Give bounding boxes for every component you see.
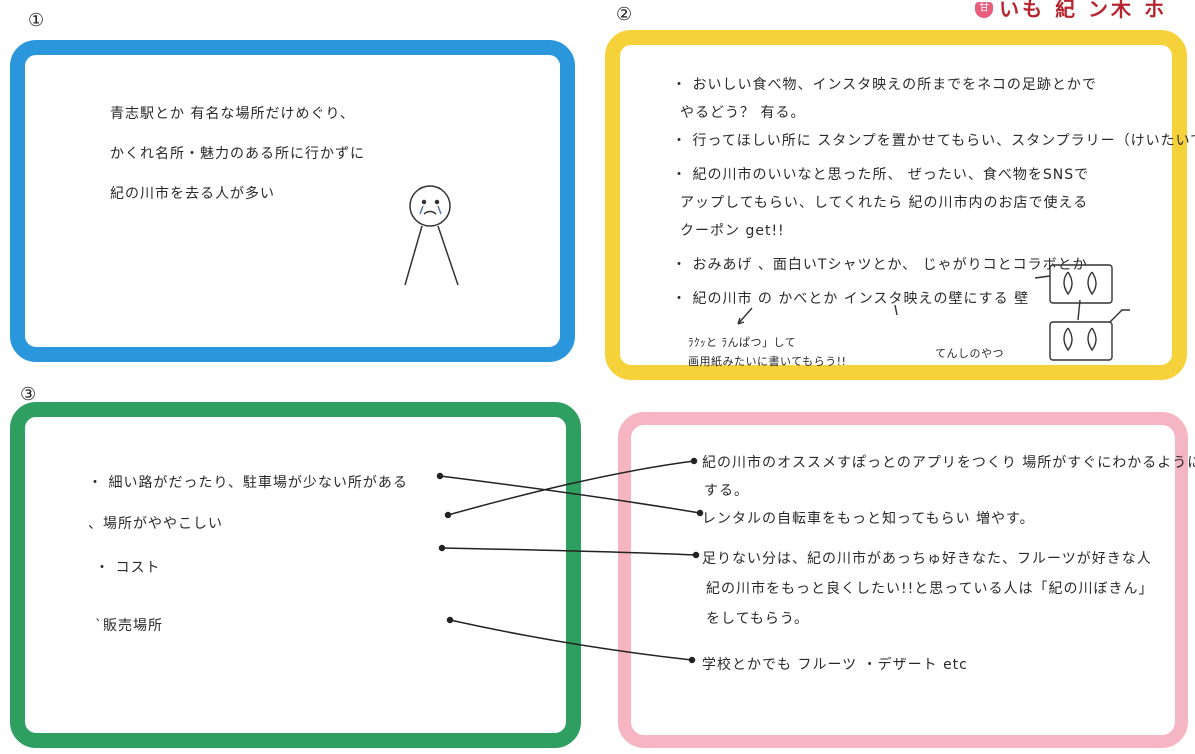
brand-logo: 甘 いも 紀 ン木 ホ (975, 0, 1167, 20)
panel4-line-3: レンタルの自転車をもっと知ってもらい 増やす。 (702, 511, 1035, 527)
panel2-line-4: ・ 紀の川市のいいなと思った所、 ぜったい、食べ物をSNSで (672, 167, 1090, 183)
panel2-line-1: ・ おいしい食べ物、インスタ映えの所までをネコの足跡とかで (672, 77, 1097, 93)
section-number-3: ③ (20, 384, 37, 405)
panel2-line-7: ・ おみあげ 、面白いTシャツとか、 じゃがりコとコラボとか (672, 257, 1088, 273)
panel2-line-3: ・ 行ってほしい所に スタンプを置かせてもらい、スタンプラリー（けいたいで） (672, 133, 1195, 149)
panel4-line-4: 足りない分は、紀の川市があっちゅ好きなた、フルーツが好きな人 (702, 551, 1152, 567)
panel2-line-2: やるどう？ 有る。 (680, 105, 806, 121)
panel-solutions-pink (618, 412, 1188, 748)
logo-text: いも 紀 ン木 ホ (999, 0, 1167, 20)
panel2-line-6: クーポン get!! (680, 223, 785, 239)
panel4-line-1: 紀の川市のオススメすぽっとのアプリをつくり 場所がすぐにわかるように (702, 455, 1195, 471)
panel4-line-7: 学校とかでも フルーツ ・デザート etc (702, 657, 968, 673)
panel3-item-2: 、場所がややこしい (88, 516, 223, 532)
panel-problem-blue (10, 40, 575, 362)
panel3-item-3: ・ コスト (95, 560, 161, 576)
panel4-line-2: する。 (704, 483, 749, 499)
section-number-1: ① (28, 10, 45, 31)
heart-icon: 甘 (975, 2, 994, 18)
panel3-item-1: ・ 細い路がだったり、駐車場が少ない所がある (88, 475, 408, 491)
panel2-line-5: アップしてもらい、してくれたら 紀の川市内のお店で使える (680, 195, 1089, 211)
panel2-note-2: 画用紙みたいに書いてもらう!! (688, 355, 847, 368)
panel2-note-1: ﾗｸｯと ﾗんぱつ」して (688, 336, 797, 349)
panel4-line-6: をしてもらう。 (706, 611, 810, 627)
panel1-line-2: かくれ名所・魅力のある所に行かずに (110, 146, 365, 162)
panel2-line-8: ・ 紀の川市 の かべとか インスタ映えの壁にする 壁 (672, 291, 1030, 307)
panel2-note-3: てんしのやつ (935, 347, 1004, 360)
section-number-2: ② (616, 4, 633, 25)
panel1-line-1: 青志駅とか 有名な場所だけめぐり、 (110, 106, 355, 122)
panel-issues-green (10, 402, 581, 748)
panel4-line-5: 紀の川市をもっと良くしたい!!と思っている人は「紀の川ぼきん」 (706, 581, 1154, 597)
panel3-item-4: `販売場所 (95, 618, 163, 634)
panel1-line-3: 紀の川市を去る人が多い (110, 186, 275, 202)
